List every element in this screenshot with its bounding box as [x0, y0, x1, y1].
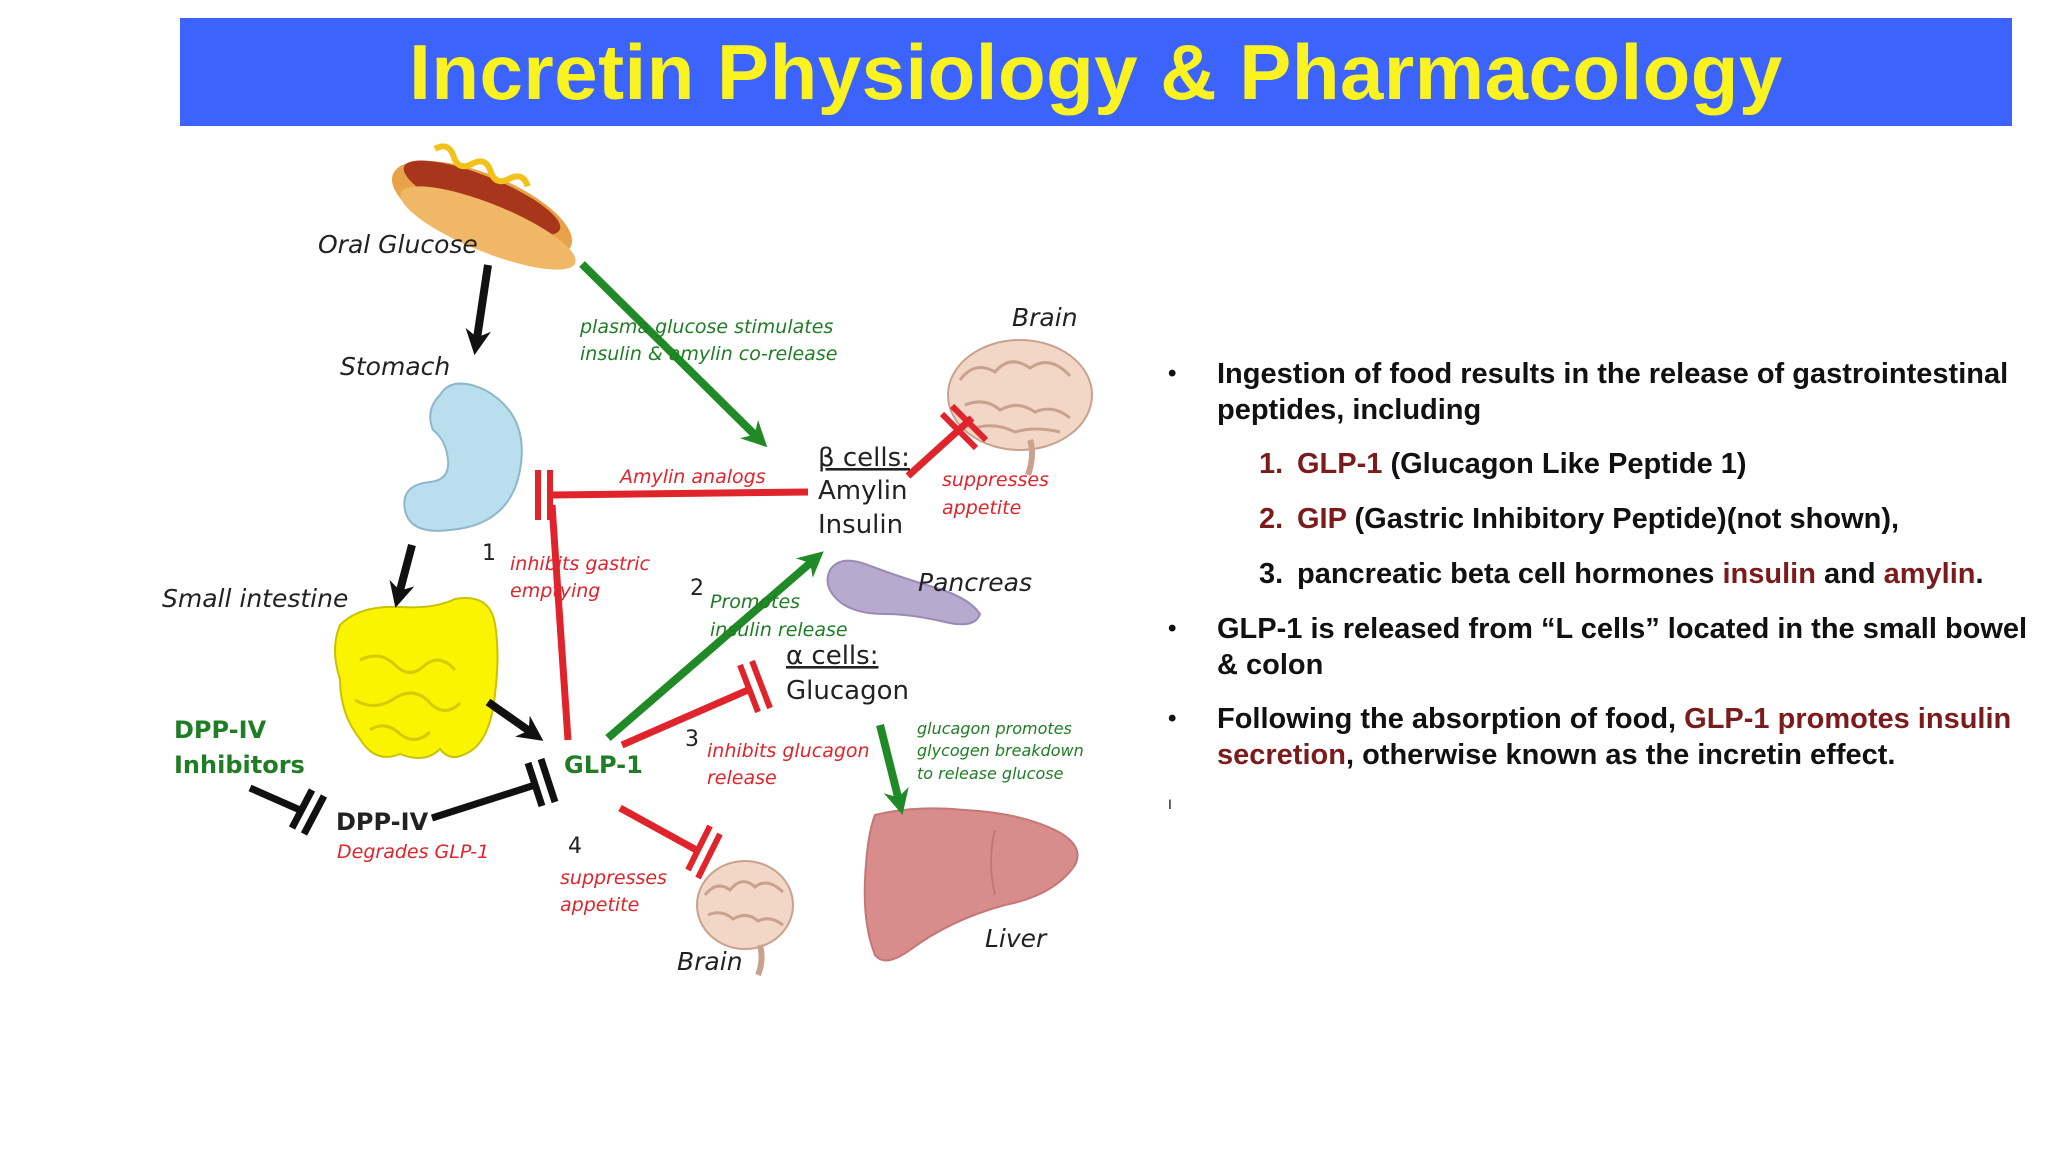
step-number-4: 4 [568, 834, 582, 859]
degrades-glp1-label: Degrades GLP-1 [337, 841, 489, 863]
small-intestine-label: Small intestine [162, 584, 348, 613]
sub-pre-3: pancreatic beta cell hormones [1297, 558, 1723, 590]
bullet-text-2: GLP-1 is released from “L cells” located… [1217, 613, 2028, 681]
inhibits-glucagon-label-2: release [707, 767, 777, 789]
dpp4-label: DPP-IV [336, 808, 429, 836]
bullet-item-2: • GLP-1 is released from “L cells” locat… [1163, 611, 2043, 683]
oral-glucose-label: Oral Glucose [318, 230, 478, 259]
inhibits-gastric-label-1: inhibits gastric [510, 553, 651, 575]
suppresses-appetite-bottom-2: appetite [560, 894, 639, 916]
sub-term-glp1: GLP-1 [1297, 448, 1383, 480]
sub-item-2: 2. GIP (Gastric Inhibitory Peptide)(not s… [1163, 501, 2043, 537]
glucagon-promotes-label-1: glucagon promotes [917, 719, 1072, 738]
black-arrows [248, 264, 559, 836]
sub-number-2: 2. [1259, 503, 1284, 535]
promotes-insulin-label-2: insulin release [710, 619, 848, 641]
glucagon-promotes-label-2: glycogen breakdown [917, 741, 1084, 760]
bullet-pre-3: Following the absorption of food, [1217, 703, 1685, 735]
green-arrows [579, 261, 909, 815]
bullet-dot: • [1168, 705, 1177, 732]
alpha-cells-label: α cells: [786, 641, 878, 671]
title-bar: Incretin Physiology & Pharmacology [180, 18, 2012, 126]
sub-rest-1: (Glucagon Like Peptide 1) [1382, 448, 1747, 480]
sub-term-amylin: amylin [1883, 558, 1976, 590]
suppresses-appetite-bottom-1: suppresses [560, 867, 667, 889]
red-inhibition-arrows [535, 403, 989, 880]
dpp4-inhibitors-label-2: Inhibitors [174, 751, 305, 779]
stomach-label: Stomach [340, 352, 450, 381]
step-number-1: 1 [482, 541, 496, 566]
pancreas-icon [826, 559, 982, 626]
brain-top-icon [947, 339, 1093, 476]
step-number-2: 2 [690, 576, 704, 601]
hot-dog-icon [391, 143, 576, 270]
insulin-label: Insulin [818, 510, 903, 540]
sub-rest-2: (Gastric Inhibitory Peptide)(not shown), [1346, 503, 1900, 535]
promotes-insulin-label-1: Promotes [710, 591, 800, 613]
suppresses-appetite-top-2: appetite [942, 497, 1021, 519]
bullet-item-3: • Following the absorption of food, GLP-… [1163, 701, 2043, 773]
sub-and-3: and [1815, 558, 1884, 590]
sub-item-3: 3.pancreatic beta cell hormones insulin … [1163, 556, 2043, 592]
plasma-glucose-label-1: plasma glucose stimulates [579, 316, 833, 338]
bullet-list: • Ingestion of food results in the relea… [1163, 356, 2043, 791]
amylin-analogs-label: Amylin analogs [618, 466, 766, 488]
pancreas-label: Pancreas [918, 568, 1032, 597]
step-number-3: 3 [685, 727, 699, 752]
glucagon-label: Glucagon [786, 676, 909, 706]
sub-item-1: 1. GLP-1 (Glucagon Like Peptide 1) [1163, 446, 2043, 482]
glp1-label: GLP-1 [564, 751, 643, 779]
bullet-item-1: • Ingestion of food results in the relea… [1163, 356, 2043, 428]
inhibits-gastric-label-2: emptying [510, 580, 600, 602]
sub-term-insulin: insulin [1722, 558, 1816, 590]
stray-mark: I [1168, 796, 1172, 812]
small-intestine-icon [334, 597, 499, 759]
beta-cells-label: β cells: [818, 443, 910, 473]
plasma-glucose-label-2: insulin & amylin co-release [580, 343, 837, 365]
bullet-dot: • [1168, 360, 1177, 387]
amylin-label: Amylin [818, 476, 907, 506]
bullet-accent-3: GLP-1 promotes insulin secretion [1217, 703, 2012, 771]
bullet-post-3: , otherwise known as the incretin effect… [1345, 739, 1896, 771]
glucagon-promotes-label-3: to release glucose [917, 764, 1064, 783]
brain-bottom-icon [696, 860, 794, 977]
inhibits-glucagon-label-1: inhibits glucagon [707, 740, 870, 762]
bullet-dot: • [1168, 615, 1177, 642]
sub-number-3: 3. [1259, 558, 1284, 590]
incretin-diagram: Oral Glucose Stomach Small intestine Bra… [162, 143, 1093, 977]
page-title: Incretin Physiology & Pharmacology [409, 27, 1783, 116]
brain-bottom-label: Brain [677, 947, 743, 976]
brain-top-label: Brain [1012, 303, 1078, 332]
suppresses-appetite-top-1: suppresses [942, 469, 1049, 491]
liver-label: Liver [985, 924, 1048, 953]
sub-number-1: 1. [1259, 448, 1284, 480]
dpp4-inhibitors-label-1: DPP-IV [174, 716, 267, 744]
liver-icon [863, 807, 1079, 962]
bullet-text-1: Ingestion of food results in the release… [1217, 358, 2009, 426]
sub-term-gip: GIP [1297, 503, 1347, 535]
stomach-icon [403, 382, 523, 532]
sub-end-3: . [1975, 558, 1984, 590]
